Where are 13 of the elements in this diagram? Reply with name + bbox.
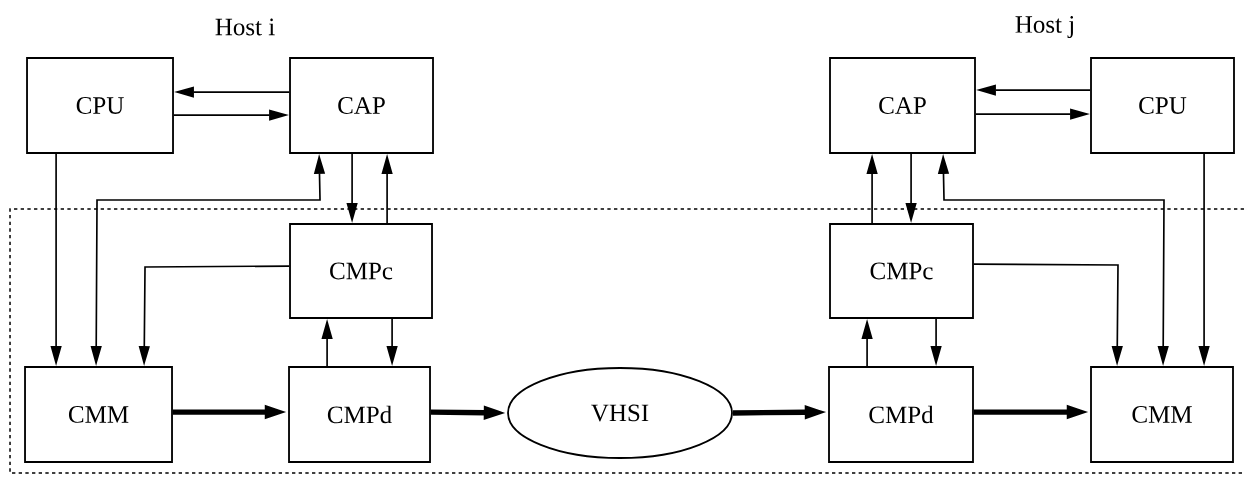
process-box: CAP xyxy=(829,57,976,154)
host-label: Host i xyxy=(215,18,275,36)
host-label: Host j xyxy=(1015,16,1074,38)
process-box: CMPd xyxy=(828,366,974,463)
ellipse-node: VHSI xyxy=(507,367,733,459)
process-box: CMPc xyxy=(289,223,433,319)
process-box: CMM xyxy=(1090,366,1234,463)
process-box: CAP xyxy=(289,57,434,154)
process-box: CMPc xyxy=(829,223,974,319)
process-box: CPU xyxy=(26,57,174,154)
process-box: CPU xyxy=(1090,57,1235,154)
process-box: CMPd xyxy=(288,366,431,463)
process-box: CMM xyxy=(24,366,173,463)
